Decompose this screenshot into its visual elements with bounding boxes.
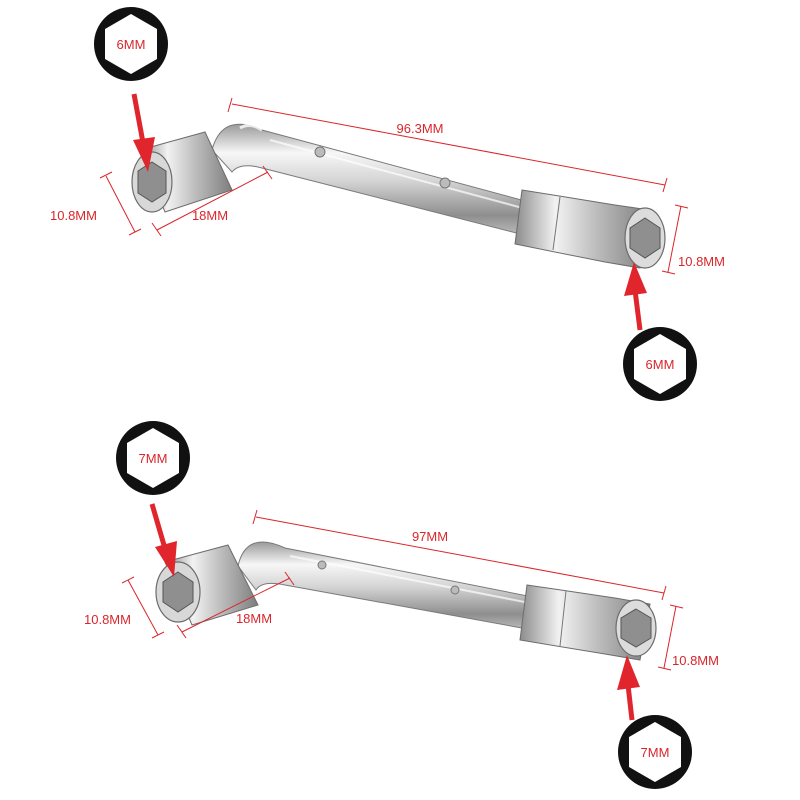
- wrench-6mm-head-diameter-label: 10.8MM: [50, 208, 97, 223]
- wrench-7mm-length-dimension: 97MM: [252, 509, 667, 601]
- wrench-6mm-head-diameter-dimension: 10.8MM: [50, 171, 142, 236]
- wrench-6mm-left-badge-label: 6MM: [117, 37, 146, 52]
- wrench-7mm-end-diameter-dimension: 10.8MM: [657, 604, 719, 671]
- wrench-7mm-end-socket: [519, 584, 657, 661]
- wrench-6mm-head-length-label: 18MM: [192, 208, 228, 223]
- wrench-7mm-head-socket: [155, 544, 259, 626]
- wrench-6mm-shaft: [211, 123, 541, 239]
- wrench-6mm: 96.3MM 10.8MM 18MM 10.8MM: [50, 7, 725, 401]
- wrench-6mm-end-diameter-label: 10.8MM: [678, 254, 725, 269]
- wrench-6mm-end-diameter-dimension: 10.8MM: [661, 204, 725, 275]
- wrench-6mm-left-badge: 6MM: [94, 7, 168, 81]
- wrench-7mm-left-badge-label: 7MM: [139, 451, 168, 466]
- wrench-7mm-head-diameter-label: 10.8MM: [84, 612, 131, 627]
- wrench-7mm-end-diameter-label: 10.8MM: [672, 653, 719, 668]
- wrench-7mm-head-length-dimension: 18MM: [176, 571, 295, 639]
- wrench-7mm-right-arrow: [617, 655, 640, 721]
- wrench-6mm-length-label: 96.3MM: [397, 121, 444, 136]
- wrench-7mm-left-arrow: [149, 503, 177, 577]
- wrench-7mm-head-diameter-dimension: 10.8MM: [84, 576, 165, 639]
- wrench-6mm-right-badge: 6MM: [623, 327, 697, 401]
- wrench-6mm-left-arrow: [131, 93, 155, 172]
- wrench-7mm-right-badge-label: 7MM: [641, 745, 670, 760]
- wrench-6mm-end-socket: [514, 189, 666, 269]
- wrench-6mm-length-dimension: 96.3MM: [227, 97, 668, 193]
- wrench-6mm-right-arrow: [624, 262, 647, 331]
- wrench-6mm-head-length-dimension: 18MM: [151, 165, 273, 237]
- wrench-7mm-shaft: [237, 541, 549, 633]
- wrench-7mm: 97MM 10.8MM 18MM 10.8MM: [84, 421, 719, 789]
- wrench-7mm-right-badge: 7MM: [618, 715, 692, 789]
- wrench-7mm-head-length-label: 18MM: [236, 611, 272, 626]
- wrench-7mm-left-badge: 7MM: [116, 421, 190, 495]
- wrench-6mm-right-badge-label: 6MM: [646, 357, 675, 372]
- wrench-6mm-head-socket: [131, 131, 233, 213]
- wrench-7mm-length-label: 97MM: [412, 529, 448, 544]
